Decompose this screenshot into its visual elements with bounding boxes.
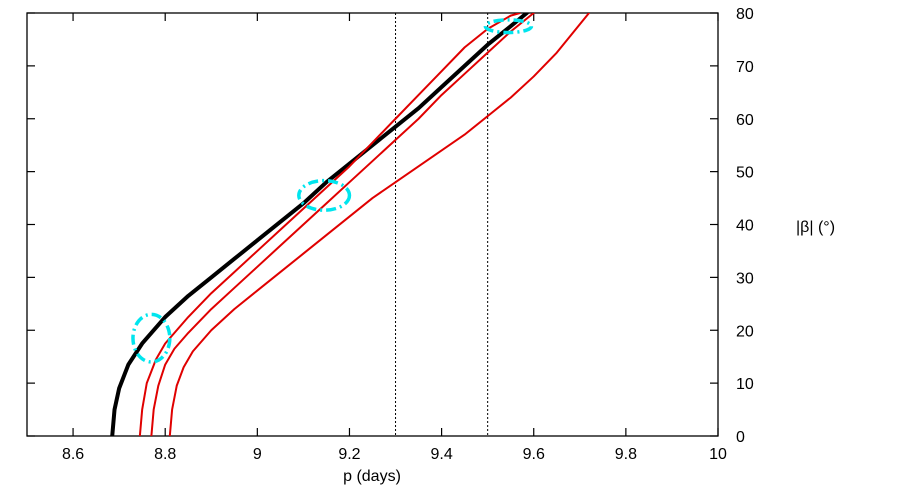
series-layer — [110, 13, 591, 436]
y-tick-label: 80 — [736, 6, 754, 23]
y-tick-label: 40 — [736, 218, 754, 235]
series-line-2 — [150, 13, 535, 436]
x-tick-label: 9 — [253, 446, 262, 463]
y-tick-label: 30 — [736, 270, 754, 287]
highlight-ellipse-1 — [297, 178, 352, 212]
x-axis-label: p (days) — [343, 468, 401, 485]
y-tick-label: 70 — [736, 59, 754, 76]
x-tick-label: 9.4 — [430, 446, 452, 463]
x-tick-label: 9.8 — [615, 446, 637, 463]
y-tick-label: 50 — [736, 165, 754, 182]
series-line-0 — [110, 13, 529, 436]
y-tick-label: 20 — [736, 323, 754, 340]
reference-lines — [395, 13, 489, 436]
x-ticks: 8.6 8.8 9 9.2 9.4 9.6 9.8 10 — [62, 13, 727, 463]
x-tick-label: 9.6 — [523, 446, 545, 463]
x-tick-label: 10 — [709, 446, 727, 463]
plot-frame — [26, 12, 719, 437]
series-line-1 — [138, 13, 521, 436]
series-line-3 — [168, 13, 591, 436]
highlight-ellipse-2 — [483, 18, 534, 35]
annotation-layer — [131, 18, 534, 364]
y-tick-label: 0 — [736, 429, 745, 446]
y-axis-label: |β| (°) — [796, 219, 835, 236]
y-tick-label: 10 — [736, 376, 754, 393]
x-tick-label: 9.2 — [338, 446, 360, 463]
y-tick-label: 60 — [736, 112, 754, 129]
y-ticks: 0 10 20 30 40 50 60 70 80 — [27, 6, 754, 446]
x-tick-label: 8.6 — [62, 446, 84, 463]
x-tick-label: 8.8 — [154, 446, 176, 463]
highlight-ellipse-0 — [131, 312, 172, 364]
plot-area — [110, 13, 591, 436]
